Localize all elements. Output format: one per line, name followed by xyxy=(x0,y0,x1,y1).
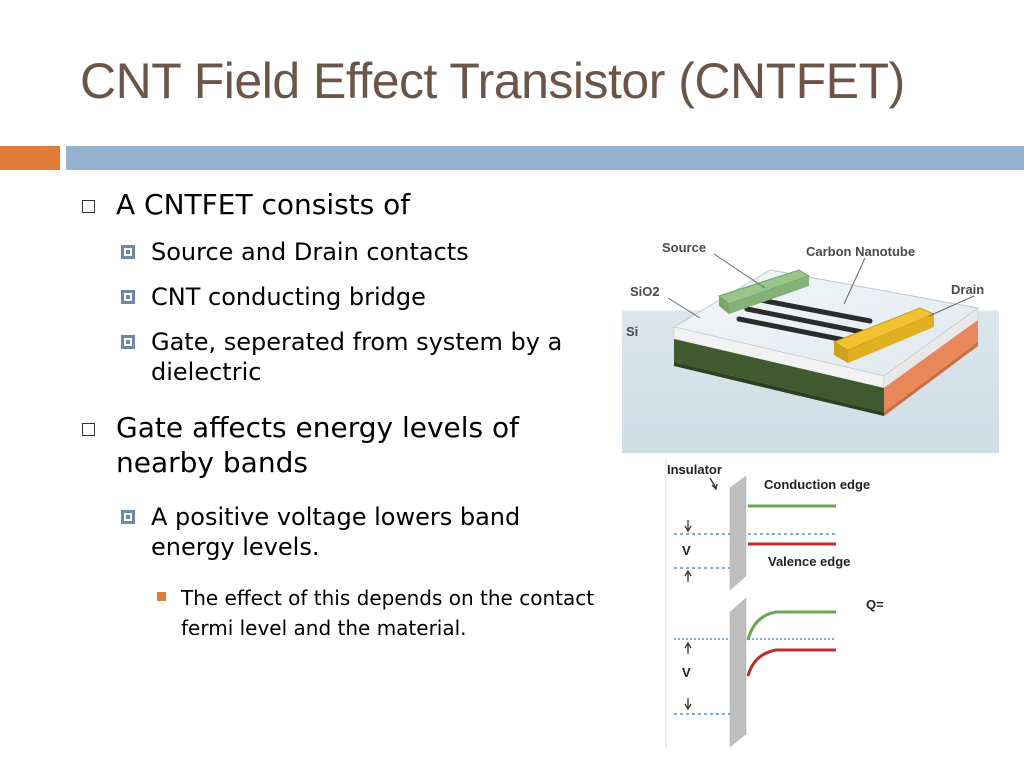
bullet-list: A CNTFET consists of Source and Drain co… xyxy=(82,187,621,643)
sio2-label: SiO2 xyxy=(630,284,660,299)
hollow-square-bullet-icon xyxy=(82,423,95,436)
framed-square-bullet-icon xyxy=(121,510,135,524)
bullet-level2: CNT conducting bridge xyxy=(121,282,621,312)
cntfet-device-figure: Source Carbon Nanotube SiO2 Drain Si xyxy=(622,232,999,453)
hollow-square-bullet-icon xyxy=(82,200,95,213)
bullet-level2: A positive voltage lowers band energy le… xyxy=(121,502,591,563)
framed-square-bullet-icon xyxy=(121,290,135,304)
insulator-label: Insulator xyxy=(667,462,722,477)
framed-square-bullet-icon xyxy=(121,335,135,349)
filled-square-bullet-icon xyxy=(157,592,166,601)
title-rule-accent xyxy=(0,146,60,170)
valence-edge-label: Valence edge xyxy=(768,554,850,569)
charge-label: Q= xyxy=(866,597,884,612)
bullet-level2: Gate, seperated from system by a dielect… xyxy=(121,327,620,388)
slide-title: CNT Field Effect Transistor (CNTFET) xyxy=(80,53,905,109)
bullet-level1: A CNTFET consists of xyxy=(82,187,596,222)
bullet-level3: The effect of this depends on the contac… xyxy=(157,583,613,643)
si-label: Si xyxy=(626,324,638,339)
band-bending-diagram: Insulator Conduction edge Valence edge V… xyxy=(664,458,890,748)
framed-square-bullet-icon xyxy=(121,245,135,259)
bullet-level1: Gate affects energy levels of nearby ban… xyxy=(82,410,586,480)
drain-label: Drain xyxy=(951,282,984,297)
conduction-edge-label: Conduction edge xyxy=(764,477,870,492)
bullet-level2: Source and Drain contacts xyxy=(121,237,621,267)
carbon-nanotube-label: Carbon Nanotube xyxy=(806,244,915,259)
title-rule-bar xyxy=(66,146,1024,170)
voltage-label: V xyxy=(682,665,691,680)
band-diagram-figure: Insulator Conduction edge Valence edge V… xyxy=(664,458,890,748)
source-label: Source xyxy=(662,240,706,255)
voltage-label: V xyxy=(682,543,691,558)
cntfet-device-illustration: Source Carbon Nanotube SiO2 Drain Si xyxy=(622,232,999,453)
